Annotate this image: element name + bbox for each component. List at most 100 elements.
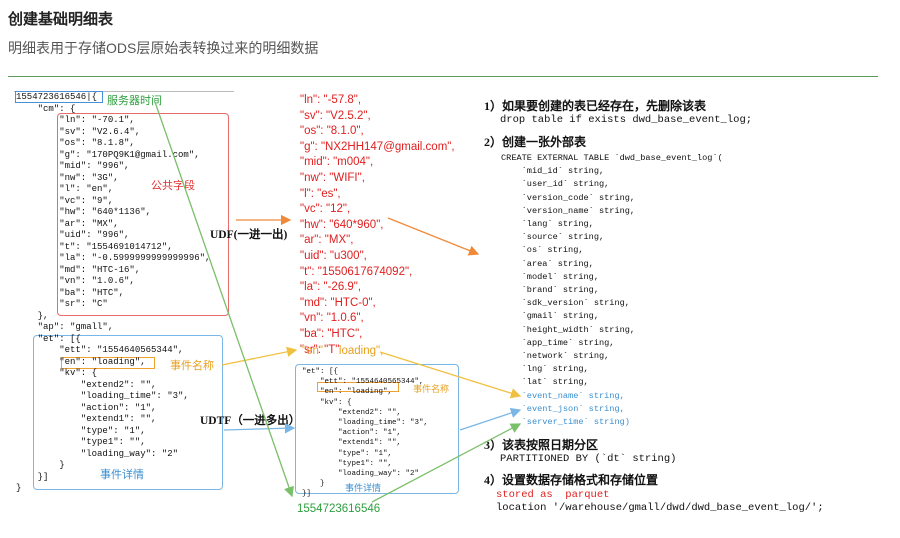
step-4-title: 4）设置数据存储格式和存储位置 — [484, 473, 659, 487]
code-line: } — [16, 483, 22, 493]
event-name-arrow-left — [221, 346, 298, 366]
code-line: "et": [{ — [302, 368, 339, 376]
code-line: "loading_time": "3", — [16, 391, 189, 401]
code-line: "la": "-0.5999999999999996", — [16, 253, 211, 263]
code-line: "t": "1550617674092", — [300, 265, 413, 278]
code-line: "en": "loading", — [302, 388, 393, 397]
code-line: "sr": "C" — [16, 299, 108, 309]
event-name-label: 事件名称 — [170, 360, 214, 372]
code-line: "kv": { — [302, 398, 352, 407]
parsed-event-name-highlight — [317, 382, 399, 392]
header-divider — [8, 76, 878, 77]
udf-label: UDF(一进一出) — [210, 229, 288, 241]
step-4-stored-as: stored as parquet — [496, 489, 610, 501]
code-line: "l": "es", — [300, 187, 341, 200]
code-line: "vn": "1.0.6", — [16, 276, 135, 286]
step-2-title: 2）创建一张外部表 — [484, 135, 587, 149]
code-line: `lang` string, — [501, 219, 594, 230]
code-line: "uid": "996", — [16, 230, 130, 240]
code-line: "kv": { — [16, 368, 98, 378]
code-line: `lng` string, — [501, 364, 589, 375]
code-line: `lat` string, — [501, 377, 589, 388]
code-line: "ln": "-57.8", — [300, 94, 362, 106]
code-line: `model` string, — [501, 271, 599, 282]
code-top-rule — [14, 91, 234, 92]
code-line: `gmail` string, — [501, 311, 599, 322]
code-line: "type": "1", — [302, 449, 393, 458]
code-line: "g": "170PQ9K1@gmail.com", — [16, 149, 200, 160]
parsed-event-json: "et": [{ "ett": "1554640565344", "en": "… — [302, 367, 428, 500]
parsed-event-detail-label: 事件详情 — [345, 483, 382, 493]
code-line: "en": "loading", — [16, 356, 146, 367]
code-line: "nw": "3G", — [16, 172, 119, 183]
code-line: "uid": "u300", — [300, 249, 367, 262]
code-line: "ln": "-70.1", — [16, 115, 135, 125]
code-line: "os": "8.1.0", — [300, 125, 364, 138]
parsed-event-name: "en" loading", — [302, 345, 384, 357]
parsed-event-box — [295, 364, 459, 494]
code-line: "type1": "", — [16, 437, 146, 447]
code-line: "l": "en", — [16, 184, 114, 194]
code-line: "hw": "640*1136", — [16, 207, 152, 217]
code-line: `event_json` string, — [501, 404, 625, 415]
event-name-highlight — [61, 357, 155, 369]
code-line: `version_code` string, — [501, 192, 636, 203]
code-line: "extend2": "", — [302, 408, 402, 417]
code-line: } — [16, 460, 65, 470]
code-line: `network` string, — [501, 351, 610, 362]
code-line: "md": "HTC-0", — [300, 296, 376, 309]
code-line: "ba": "HTC", — [300, 327, 363, 340]
code-line: "hw": "640*960", — [300, 218, 384, 231]
code-line: "cm": { — [16, 103, 76, 114]
udtf-arrow — [223, 423, 296, 434]
code-line: "vn": "1.0.6", — [300, 312, 364, 325]
code-line: "loading_time": "3", — [302, 419, 429, 428]
code-line: }] — [16, 471, 49, 482]
code-line: "ar": "MX", — [300, 234, 354, 247]
server-time-arrow-right — [371, 423, 522, 503]
code-line: "g": "NX2HH147@gmail.com", — [300, 140, 455, 153]
code-line: }, — [16, 310, 49, 321]
code-line: `mid_id` string, — [501, 166, 605, 177]
page-title: 创建基础明细表 — [8, 11, 114, 28]
event-name-arrow-right — [379, 351, 522, 399]
code-line: }] — [302, 490, 312, 499]
code-line: "type": "1", — [16, 425, 146, 436]
code-line: "loading_way": "2" — [302, 470, 420, 479]
code-line: 1554723616546|{ — [16, 92, 98, 102]
common-to-ddl-arrow — [387, 217, 480, 256]
code-line: `sdk_version` string, — [501, 298, 630, 309]
code-line: "nw": "WIFI", — [300, 171, 365, 184]
code-line: `app_time` string, — [501, 337, 615, 348]
event-details-box — [33, 335, 223, 490]
code-line: "ap": "gmall", — [16, 322, 114, 332]
page-subtitle: 明细表用于存储ODS层原始表转换过来的明细数据 — [8, 40, 319, 56]
code-line: "extend1": "", — [16, 414, 157, 424]
code-line: CREATE EXTERNAL TABLE `dwd_base_event_lo… — [501, 153, 723, 163]
udtf-label: UDTF（一进多出） — [200, 415, 301, 427]
code-line: } — [302, 480, 325, 489]
code-line: "vc": "12", — [300, 203, 351, 216]
code-line: `brand` string, — [501, 285, 599, 296]
parsed-common-fields: "ln": "-57.8","sv": "V2.5.2","os": "8.1.… — [300, 93, 455, 358]
parsed-event-name-label: 事件名称 — [413, 384, 450, 394]
common-fields-box — [57, 113, 229, 316]
server-time-highlight — [15, 91, 103, 103]
code-line: `source` string, — [501, 232, 605, 243]
code-line: "action": "1", — [16, 402, 157, 413]
code-line: "sv": "V2.6.4", — [16, 126, 141, 137]
step-4-location: location '/warehouse/gmall/dwd/dwd_base_… — [496, 502, 824, 514]
code-line: `user_id` string, — [501, 179, 610, 190]
code-line: "extend2": "", — [16, 379, 157, 390]
code-line: `event_name` string, — [501, 391, 625, 401]
server-time-arrow-down — [154, 101, 294, 498]
step-3-code: PARTITIONED BY (`dt` string) — [500, 453, 677, 465]
code-line: "mid": "996", — [16, 161, 130, 171]
code-line: `os` string, — [501, 245, 584, 256]
server-time-label: 服务器时间 — [107, 95, 162, 107]
code-line: "ba": "HTC", — [16, 287, 125, 298]
create-table-event-columns: `event_name` string, `event_json` string… — [501, 390, 630, 430]
code-line: "et": [{ — [16, 333, 81, 344]
parsed-server-time: 1554723616546 — [297, 503, 381, 515]
